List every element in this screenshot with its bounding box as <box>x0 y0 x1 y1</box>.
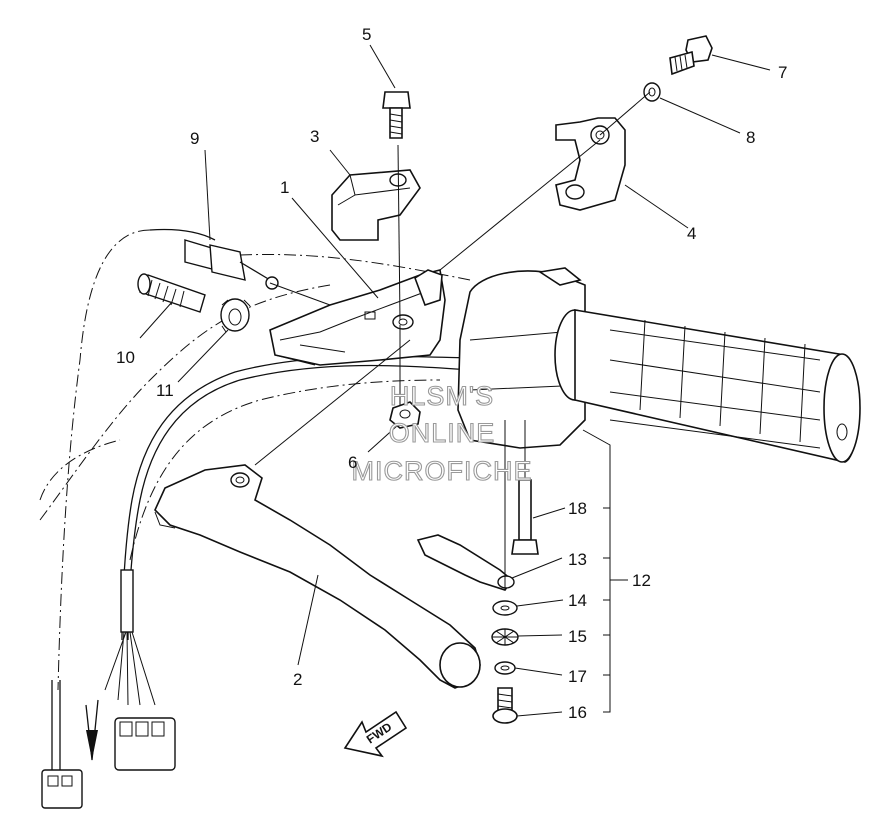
part-6-nut <box>389 401 421 429</box>
callout-13: 13 <box>568 550 587 569</box>
part-17-washer <box>494 661 516 675</box>
forward-arrow-icon: FWD <box>343 710 408 758</box>
phantom-outlines <box>39 229 471 691</box>
leader-lines <box>139 44 771 717</box>
part-1-lever-holder <box>269 269 446 366</box>
watermark-line-1: HLSM'S <box>390 381 494 411</box>
part-8-washer <box>643 82 661 102</box>
switch-and-grip <box>457 267 861 463</box>
part-7-screw <box>669 35 713 76</box>
callout-10: 10 <box>116 348 135 367</box>
callout-1: 1 <box>280 178 289 197</box>
coupler-large <box>114 717 176 771</box>
callout-numbers: 5 3 1 9 10 11 7 8 4 6 2 18 13 12 14 15 1… <box>116 25 787 722</box>
callout-16: 16 <box>568 703 587 722</box>
callout-4: 4 <box>687 224 696 243</box>
callout-18: 18 <box>568 499 587 518</box>
callout-7: 7 <box>778 63 787 82</box>
callout-17: 17 <box>568 667 587 686</box>
part-14-washer <box>492 600 518 616</box>
callout-11: 11 <box>156 381 174 400</box>
watermark-line-3: MICROFICHE <box>352 456 533 486</box>
watermark: HLSM'S ONLINE MICROFICHE <box>351 380 533 486</box>
part-10-adjuster <box>137 273 206 313</box>
part-4-clamp <box>555 117 626 211</box>
watermark-line-2: ONLINE <box>389 418 496 448</box>
part-18-bolt <box>511 479 539 555</box>
part-13-plate <box>416 534 515 591</box>
wire-harness <box>41 228 471 809</box>
callout-2: 2 <box>293 670 302 689</box>
callout-14: 14 <box>568 591 587 610</box>
callout-12: 12 <box>632 571 651 590</box>
part-11-locknut <box>220 298 251 333</box>
callout-9: 9 <box>190 129 199 148</box>
assembly-lines <box>254 91 651 590</box>
part-5-bolt <box>382 91 411 139</box>
callout-15: 15 <box>568 627 587 646</box>
part-9-cable <box>184 239 279 290</box>
part-3-bracket <box>331 169 421 241</box>
part-16-screw <box>492 687 518 724</box>
callout-6: 6 <box>348 453 357 472</box>
part-15-lockwasher <box>491 628 519 646</box>
callout-3: 3 <box>310 127 319 146</box>
callout-5: 5 <box>362 25 371 44</box>
callout-8: 8 <box>746 128 755 147</box>
